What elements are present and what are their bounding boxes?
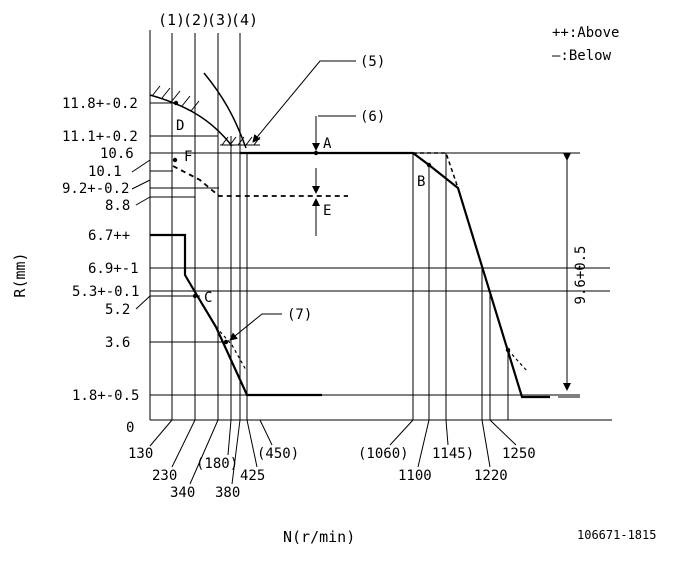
x-label-1250: 1250: [502, 446, 536, 462]
y-label-5-3: 5.3+-0.1: [72, 284, 139, 300]
x-label-380: 380: [215, 485, 240, 501]
x-label-1060: (1060): [358, 446, 409, 462]
marker-c: [192, 293, 198, 299]
start-curve-dashed: [215, 326, 247, 371]
x-label-230: 230: [152, 468, 177, 484]
callout-5: (5): [360, 54, 385, 70]
y-label-5-2: 5.2: [105, 302, 130, 318]
point-a: A: [323, 136, 332, 152]
start-curve: [150, 233, 322, 397]
point-c: C: [204, 290, 212, 306]
x-label-1100: 1100: [398, 468, 432, 484]
dashed-tail: [507, 349, 529, 373]
y-label-8-8: 8.8: [105, 198, 130, 214]
marker-tail: [505, 347, 511, 353]
marker-b: [426, 162, 432, 168]
leader-5: [252, 60, 356, 143]
y-label-10-6: 10.6: [100, 146, 134, 162]
legend-below: —:Below: [552, 48, 612, 64]
marker-f: [172, 157, 178, 163]
dashed-9-2-curve: [172, 165, 348, 197]
point-f: F: [184, 149, 192, 165]
marker-a: [313, 150, 319, 156]
callout-6: (6): [360, 109, 385, 125]
point-e: E: [323, 203, 331, 219]
x-axis-title: N(r/min): [283, 528, 355, 546]
y-label-3-6: 3.6: [105, 335, 130, 351]
top-label-3: (3): [207, 11, 234, 29]
top-label-2: (2): [183, 11, 210, 29]
y-axis-title: R(mm): [11, 252, 29, 297]
x-label-180: (180): [196, 456, 238, 472]
y-label-11-8: 11.8+-0.2: [62, 96, 138, 112]
legend-above: ++:Above: [552, 25, 619, 41]
point-d: D: [176, 118, 184, 134]
y-label-10-1: 10.1: [88, 164, 122, 180]
y-label-leaders: [131, 159, 151, 310]
marker-7: [223, 339, 229, 345]
x-label-leaders: [149, 419, 517, 485]
x-label-425: 425: [240, 468, 265, 484]
y-label-6-7: 6.7++: [88, 228, 130, 244]
boundary-hatch: [151, 85, 200, 112]
callout-7: (7): [287, 307, 312, 323]
x-label-130: 130: [128, 446, 153, 462]
marker-d: [173, 100, 179, 106]
y-label-1-8: 1.8+-0.5: [72, 388, 139, 404]
x-label-450: (450): [257, 446, 299, 462]
top-label-4: (4): [231, 11, 258, 29]
boundary-arc: [149, 94, 233, 147]
y-label-0: 0: [126, 420, 134, 436]
point-b: B: [417, 174, 425, 190]
top-label-1: (1): [158, 11, 185, 29]
x-label-340: 340: [170, 485, 195, 501]
y-label-6-9: 6.9+-1: [88, 261, 139, 277]
x-label-1145: 1145): [432, 446, 474, 462]
range-label: 9.6+0.5: [573, 245, 589, 304]
leader-7: [229, 313, 282, 341]
x-label-1220: 1220: [474, 468, 508, 484]
document-id: 106671-1815: [577, 528, 656, 542]
full-load-curve: [240, 151, 550, 399]
y-label-11-1: 11.1+-0.2: [62, 129, 138, 145]
y-label-9-2: 9.2+-0.2: [62, 181, 129, 197]
dashed-upper-curve: [413, 152, 459, 189]
